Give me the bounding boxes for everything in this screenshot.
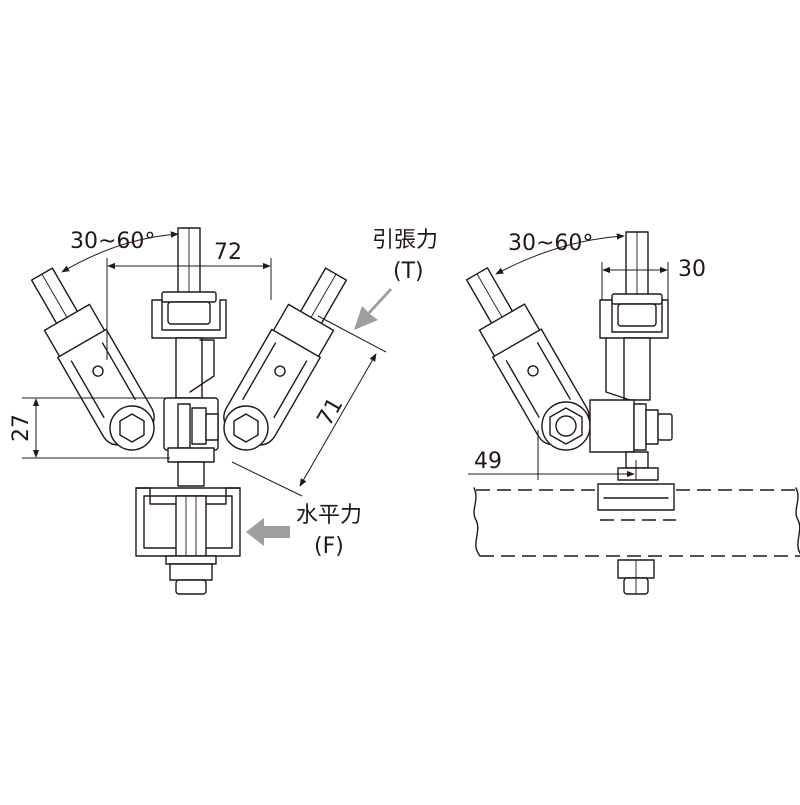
right-beam: [473, 483, 800, 557]
right-offset-label: 49: [474, 449, 502, 474]
horizontal-label: 水平力: [296, 503, 362, 528]
right-top-nut: [599, 293, 669, 401]
left-top-nut: [151, 291, 227, 399]
left-width-dimension: 72: [106, 240, 272, 360]
right-width-dimension: 30: [601, 257, 706, 300]
left-view: 30~60° 72 71 27 引張力 (T): [9, 227, 438, 595]
right-width-label: 30: [678, 257, 706, 282]
right-angle-dimension: 30~60°: [495, 231, 625, 275]
tension-arrow: [354, 288, 392, 330]
horizontal-symbol: (F): [314, 534, 344, 559]
tension-symbol: (T): [393, 259, 424, 284]
horizontal-force: 水平力 (F): [246, 503, 362, 559]
right-side-bolt: [541, 399, 673, 481]
horizontal-arrow: [246, 518, 290, 546]
left-angle-dimension: 30~60°: [61, 229, 179, 273]
right-view: 30~60° 30 49: [465, 231, 800, 595]
right-bottom-nut: [617, 559, 655, 595]
left-center-clamp: [109, 397, 269, 487]
left-height-dimension: 27: [9, 397, 170, 459]
left-channel-section: [135, 487, 241, 595]
left-length-label: 71: [313, 394, 349, 431]
left-angle-label: 30~60°: [70, 229, 155, 254]
tension-force: 引張力 (T): [354, 228, 438, 330]
right-angle-label: 30~60°: [508, 231, 593, 256]
left-width-label: 72: [214, 240, 242, 265]
right-offset-dimension: 49: [468, 430, 637, 480]
tension-label: 引張力: [372, 228, 438, 253]
left-height-label: 27: [9, 414, 34, 442]
